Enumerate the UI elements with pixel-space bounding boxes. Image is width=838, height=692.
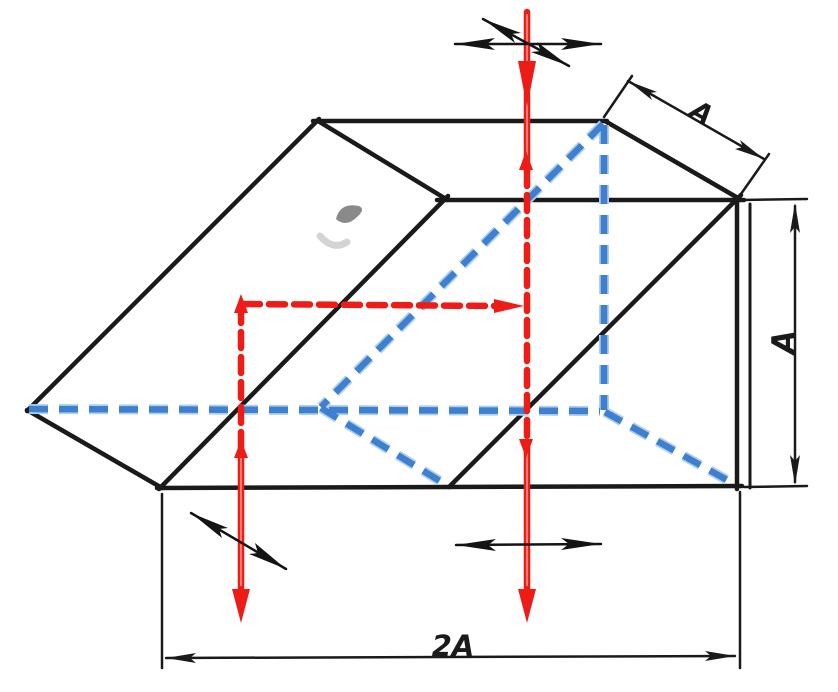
beam-path-red xyxy=(237,8,531,595)
beam-arrow-center-exit-down-icon xyxy=(519,439,533,458)
arrow-right-icon xyxy=(561,538,601,550)
extension-line-right xyxy=(739,152,771,196)
arrow-up-icon xyxy=(790,203,800,233)
horizontal-polarization-symbol xyxy=(454,538,603,551)
extension-line-top xyxy=(739,197,809,202)
beam-arrow-corner-up-icon xyxy=(234,294,248,313)
smudge-arc xyxy=(316,232,351,249)
arrow-right-icon xyxy=(705,651,735,661)
arrow-upleft-icon xyxy=(628,81,657,100)
arrow-down-icon xyxy=(790,455,800,485)
arrow-right-icon xyxy=(561,38,601,50)
edge-front-left-slant xyxy=(156,193,451,492)
hidden-diagonal-foot-edge xyxy=(319,405,450,489)
height-dimension-label: A xyxy=(766,330,802,357)
beam-core-highlight xyxy=(240,14,528,586)
beam-horizontal-dashed xyxy=(240,300,502,310)
arrow-upleft-icon xyxy=(191,513,228,538)
arrow-left-icon xyxy=(456,539,496,551)
unpolarized-light-symbol xyxy=(453,17,603,68)
arrow-left-icon xyxy=(166,653,196,663)
dimension-annotations: A 2A A xyxy=(160,74,809,670)
hidden-bottom-right-depth-edge xyxy=(603,409,738,488)
arrow-downright-icon xyxy=(531,42,569,66)
edge-top-left-depth xyxy=(315,118,449,202)
dimension-width-2A: 2A xyxy=(160,490,742,670)
edge-back-top-left-slant xyxy=(24,116,322,414)
beam-arrowheads xyxy=(232,61,536,623)
arrow-downright-icon xyxy=(735,140,764,159)
depth-dimension-label: A xyxy=(683,94,718,132)
edge-front-diagonal-interface xyxy=(446,192,744,490)
extension-line-bottom xyxy=(742,484,809,489)
beam-arrow-left-tip-down-icon xyxy=(232,589,250,623)
hidden-back-bottom-edge xyxy=(28,405,601,415)
width-dimension-label: 2A xyxy=(432,629,475,663)
arrow-upleft-icon xyxy=(483,19,521,43)
dimension-line xyxy=(164,654,737,660)
dimension-height-A: A xyxy=(739,197,809,489)
prism-visible-edges xyxy=(24,116,752,492)
edge-top-right-depth xyxy=(602,118,741,201)
beam-arrow-entry-icon xyxy=(519,151,533,170)
beam-arrow-horizontal-right-icon xyxy=(494,299,524,313)
beam-arrow-left-mid-icon xyxy=(234,440,248,458)
eraser-smudge xyxy=(316,205,363,249)
smudge-blob xyxy=(336,205,363,224)
beam-arrow-center-tip-down-icon xyxy=(518,589,536,623)
hidden-back-diagonal-edge xyxy=(318,121,606,410)
dimension-line xyxy=(626,79,766,161)
edge-bottom-left-depth xyxy=(24,407,165,491)
hidden-edges-blue xyxy=(28,121,738,489)
arrow-left-icon xyxy=(455,38,495,50)
extension-line-left xyxy=(602,74,634,119)
arrow-downright-icon xyxy=(249,543,286,569)
polarization-symbols xyxy=(189,17,603,571)
beam-arrow-input-down-icon xyxy=(518,61,536,107)
diagonal-polarization-symbol xyxy=(189,511,288,571)
